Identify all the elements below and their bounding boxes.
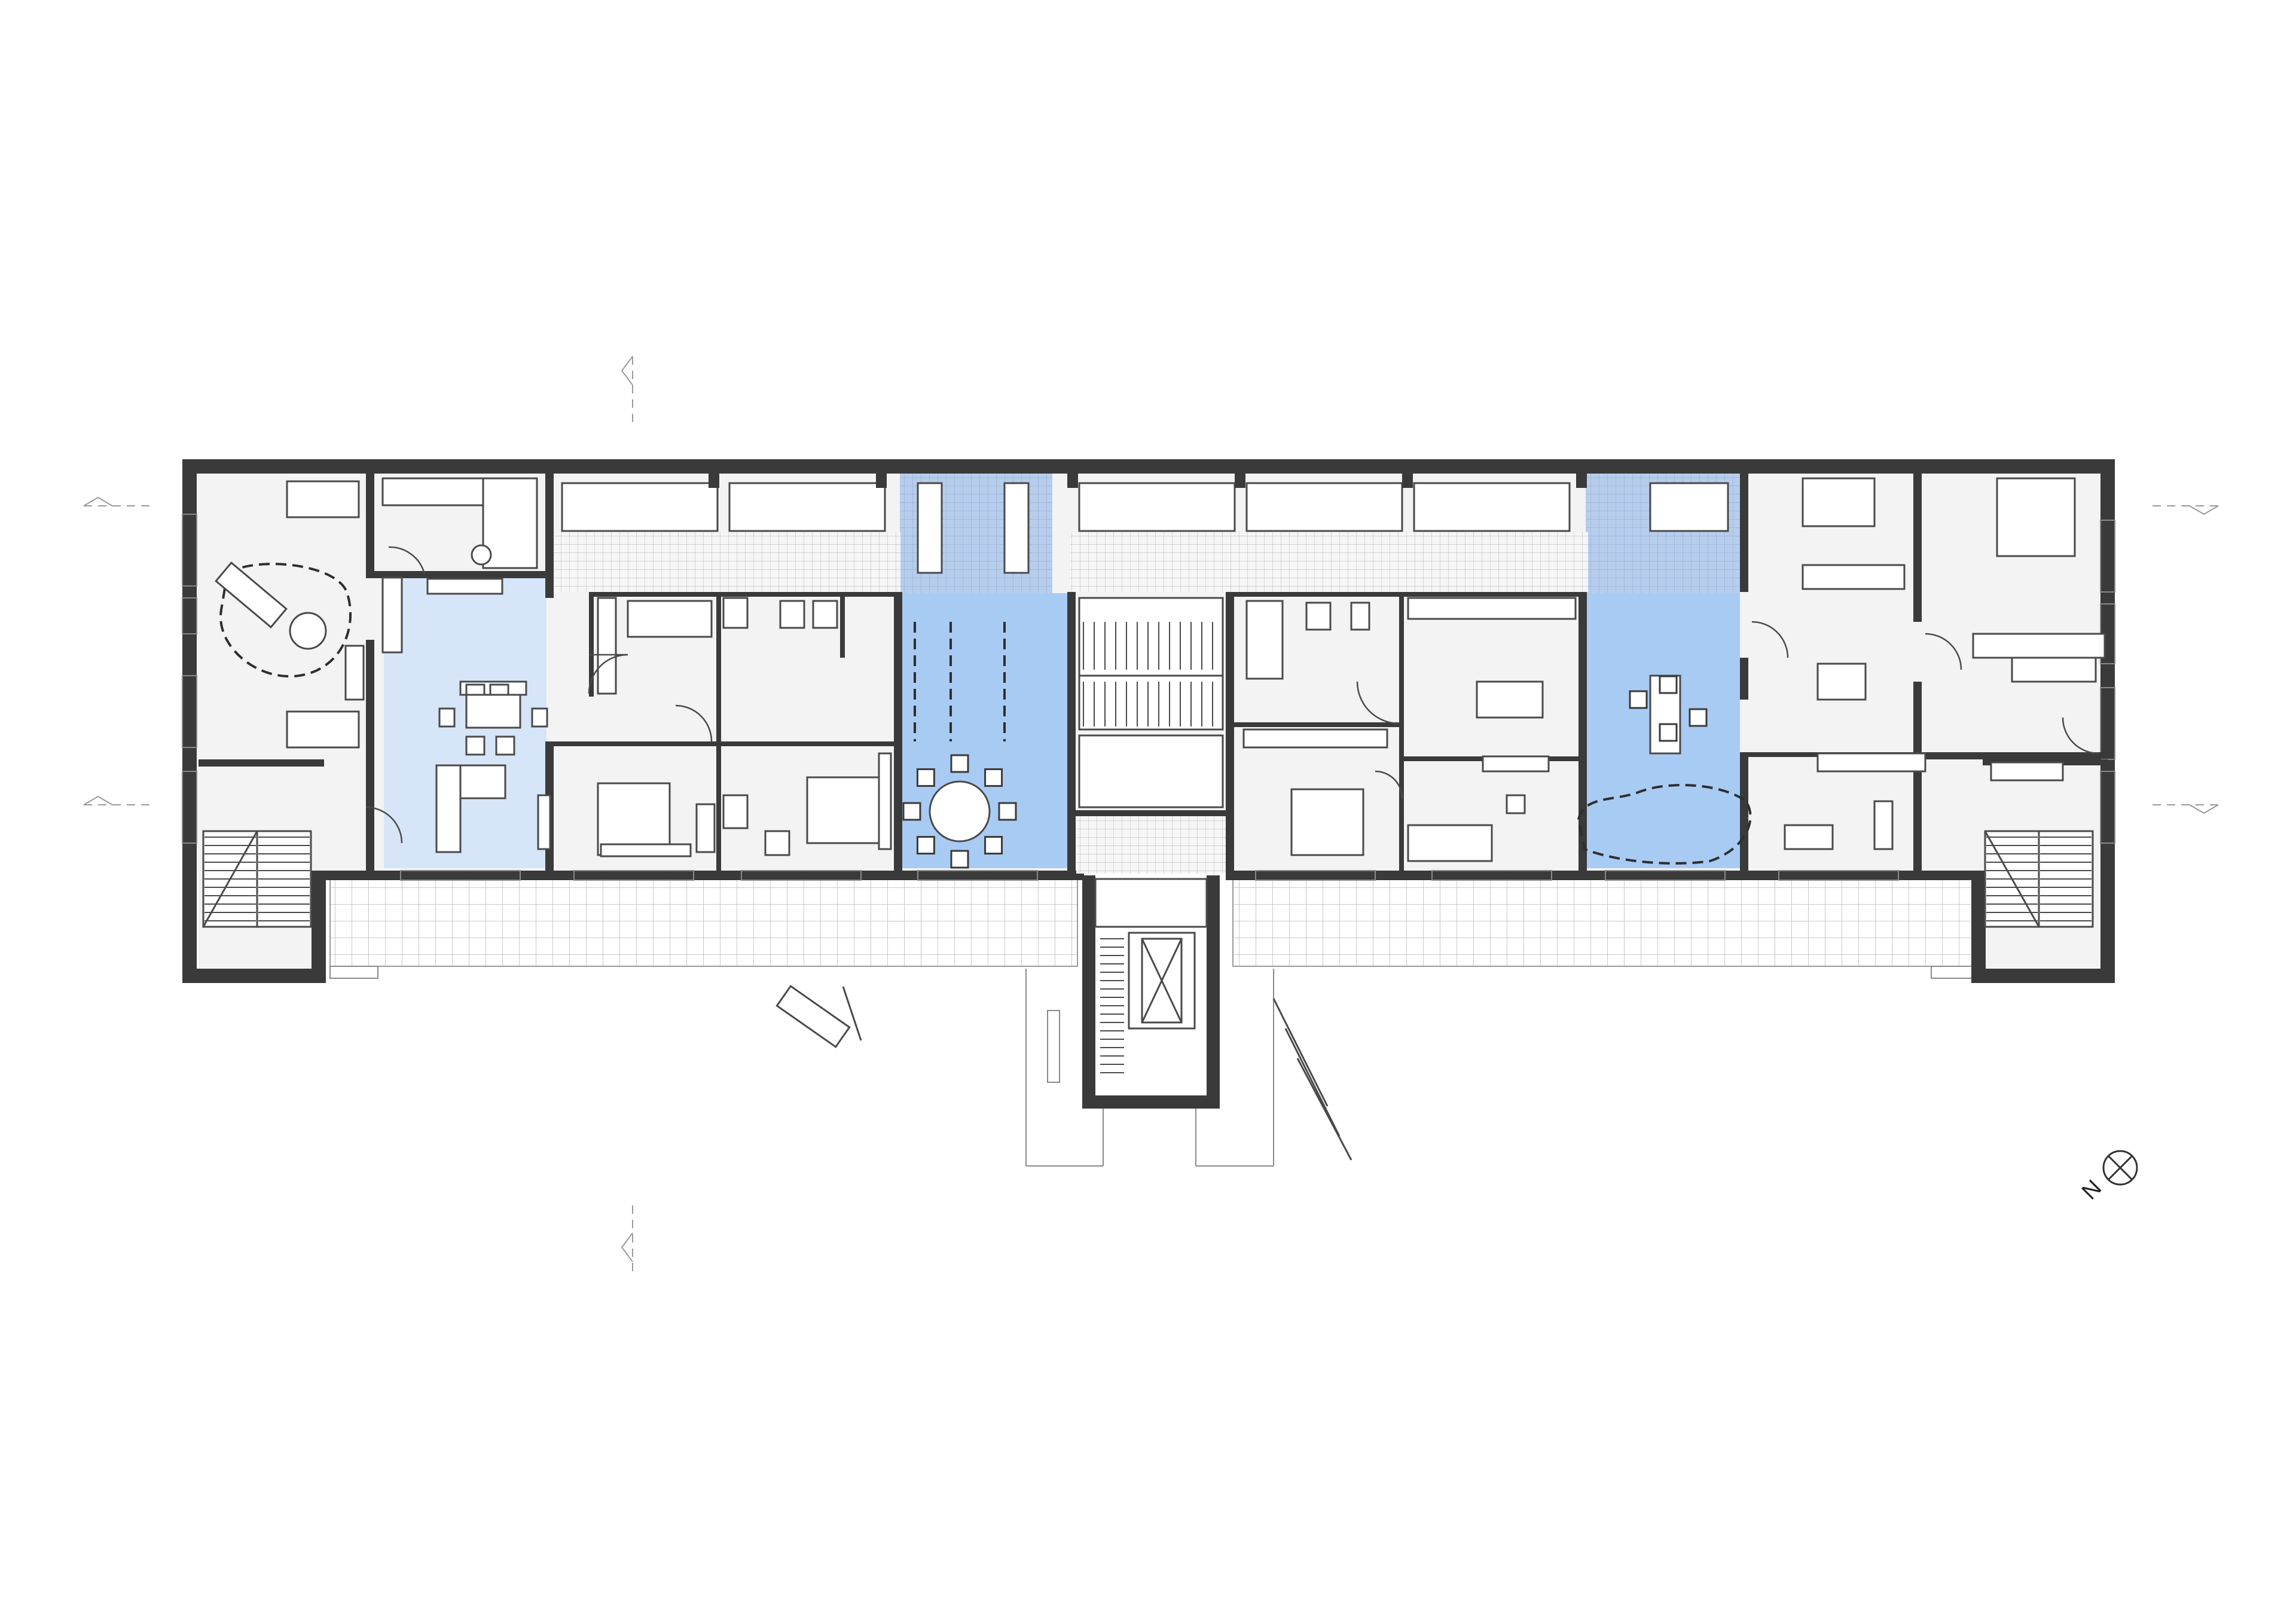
- outdoor-items: [775, 985, 1352, 1161]
- north-arrow: N: [2077, 1150, 2138, 1205]
- stair-lower-flight: [1078, 674, 1224, 731]
- bed: [286, 480, 360, 518]
- chair: [998, 802, 1017, 821]
- north-balcony: [552, 482, 1729, 592]
- shared-dining-center: [900, 593, 1073, 868]
- chair: [950, 754, 969, 773]
- chair: [902, 802, 921, 821]
- section-markers: [83, 356, 2219, 1271]
- room-furniture: [215, 477, 2106, 865]
- central-core: [1025, 597, 1274, 1167]
- shared-kitchen-left: [384, 575, 546, 868]
- bed: [286, 710, 360, 749]
- chair: [916, 836, 935, 855]
- south-terrace: [329, 877, 1984, 979]
- chair: [984, 836, 1003, 855]
- chair: [1659, 675, 1678, 694]
- stair-treads: [204, 622, 2092, 1073]
- chairs: [902, 675, 1708, 869]
- outer-walls: [182, 459, 2115, 983]
- chair: [1689, 708, 1708, 727]
- doors: [365, 546, 2099, 844]
- chair: [1659, 723, 1678, 742]
- round-dining-table: [929, 780, 991, 842]
- shared-dashes: [914, 622, 1006, 741]
- chair: [1629, 690, 1648, 709]
- north-label: N: [2077, 1176, 2106, 1205]
- chair: [916, 768, 935, 787]
- chair: [984, 768, 1003, 787]
- chair: [950, 850, 969, 869]
